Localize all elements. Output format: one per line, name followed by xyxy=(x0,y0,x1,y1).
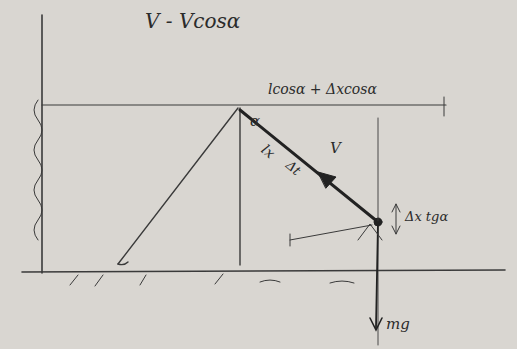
support-stand xyxy=(118,108,240,265)
length-label: lx xyxy=(258,142,277,162)
ground xyxy=(22,270,505,286)
velocity-difference: V - Vcosα xyxy=(145,10,240,32)
velocity-label: V xyxy=(330,140,341,157)
time-label: Δt xyxy=(283,158,303,178)
gravity-label: mg xyxy=(386,316,410,333)
angle-label: α xyxy=(250,113,260,130)
rod xyxy=(240,110,382,226)
wall xyxy=(34,15,42,273)
vertical-dimension: Δx tgα xyxy=(405,210,448,224)
reference-line xyxy=(42,104,446,105)
displacement xyxy=(290,204,400,246)
horizontal-dimension: lcosα + Δxcosα xyxy=(268,82,377,97)
tick xyxy=(444,97,445,116)
